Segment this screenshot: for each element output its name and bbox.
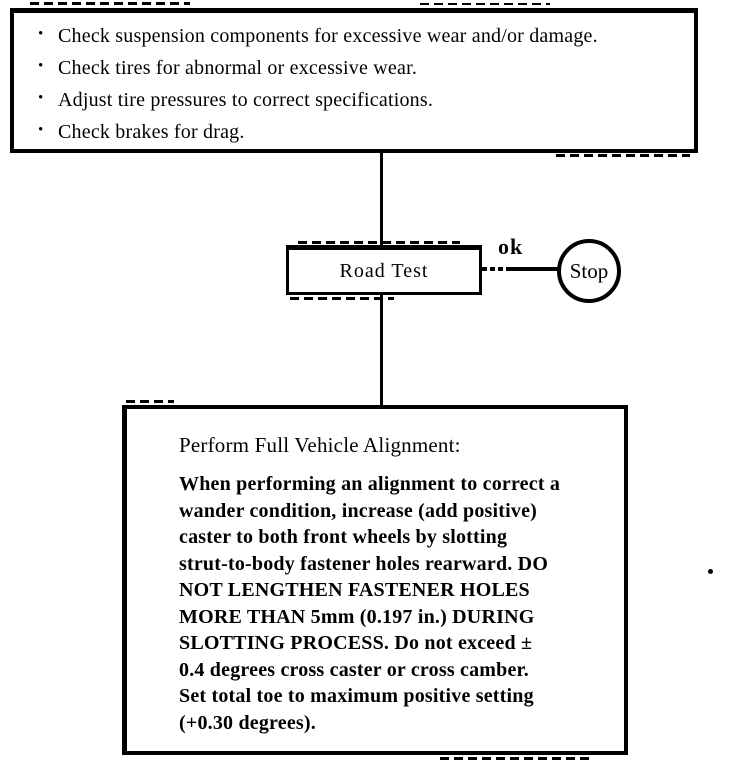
checklist-item-text: Check brakes for drag.	[58, 121, 245, 143]
scan-artifact	[440, 757, 590, 760]
bullet-icon: •	[38, 58, 44, 74]
stop-node: Stop	[557, 239, 621, 303]
scan-artifact	[30, 2, 190, 5]
checklist-item-text: Adjust tire pressures to correct specifi…	[58, 89, 434, 111]
bullet-icon: •	[38, 122, 44, 138]
ok-edge-label: ok	[498, 234, 524, 259]
scan-artifact	[556, 154, 690, 157]
road-test-node: Road Test	[286, 245, 482, 295]
checklist-item: • Check suspension components for excess…	[28, 24, 688, 56]
connector-roadtest-to-alignment	[380, 293, 383, 407]
checklist-item: • Check tires for abnormal or excessive …	[28, 56, 688, 88]
checklist-item: • Check brakes for drag.	[28, 120, 688, 152]
scan-artifact	[126, 400, 174, 403]
bullet-icon: •	[38, 26, 44, 42]
connector-roadtest-to-stop	[506, 267, 560, 271]
connector-checklist-to-roadtest	[380, 151, 383, 247]
scan-artifact	[290, 297, 394, 300]
scan-artifact	[298, 241, 460, 244]
checklist-box: • Check suspension components for excess…	[10, 8, 698, 153]
alignment-box: Perform Full Vehicle Alignment: When per…	[122, 405, 628, 755]
checklist-item: • Adjust tire pressures to correct speci…	[28, 88, 688, 120]
alignment-body: When performing an alignment to correct …	[179, 473, 561, 734]
checklist-item-text: Check tires for abnormal or excessive we…	[58, 57, 418, 79]
bullet-icon: •	[38, 90, 44, 106]
scan-artifact-dot	[708, 569, 713, 574]
road-test-label: Road Test	[339, 259, 429, 282]
connector-ok-dashed-segment	[482, 267, 508, 271]
scan-artifact	[420, 3, 550, 5]
checklist-item-text: Check suspension components for excessiv…	[58, 25, 598, 47]
alignment-heading: Perform Full Vehicle Alignment:	[179, 433, 461, 457]
stop-label: Stop	[569, 258, 609, 283]
